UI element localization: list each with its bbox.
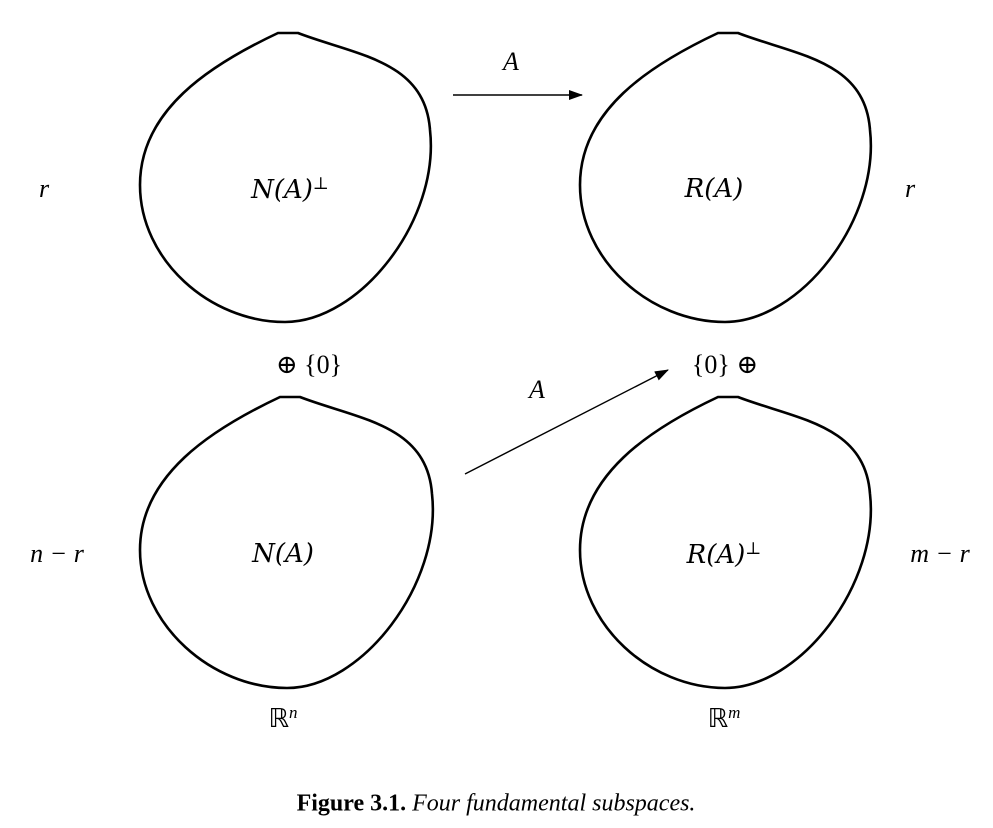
right-bottom-dimension: m − r: [910, 539, 970, 568]
right-top-dimension: r: [904, 174, 916, 203]
null-space-blob: [138, 395, 435, 690]
row-space-label: N(A)⊥: [251, 175, 329, 203]
domain-space-symbol: ℝ: [268, 704, 290, 734]
left-bottom-dimension: n − r: [30, 539, 84, 568]
right-direct-sum: {0} ⊕: [691, 350, 759, 379]
null-space-label: N(A): [252, 541, 314, 567]
domain-space-label: ℝn: [268, 704, 297, 732]
codomain-space-dimension: m: [728, 703, 741, 722]
domain-space-dimension: n: [289, 703, 298, 722]
left-null-space-symbol: R(A): [686, 540, 746, 570]
null-space-symbol: N(A): [252, 539, 314, 569]
left-top-dimension: r: [38, 174, 50, 203]
codomain-space-symbol: ℝ: [707, 704, 729, 734]
column-space-blob: [578, 31, 873, 324]
row-space-perp: ⊥: [312, 174, 329, 193]
column-space-label: R(A): [685, 176, 744, 202]
diagonal-map-arrow: [464, 369, 669, 475]
caption-number: Figure 3.1.: [296, 790, 407, 817]
caption-text: Four fundamental subspaces.: [412, 790, 696, 817]
row-space-symbol: N(A): [251, 175, 313, 205]
top-map-label: A: [503, 47, 519, 76]
figure-caption: Figure 3.1. Four fundamental subspaces.: [297, 791, 696, 818]
row-space-blob: [138, 31, 433, 324]
codomain-space-label: ℝm: [708, 704, 741, 732]
left-direct-sum: ⊕ {0}: [275, 350, 343, 379]
left-null-space-label: R(A)⊥: [687, 540, 762, 568]
left-null-space-blob: [578, 395, 873, 690]
diagonal-map-label: A: [529, 375, 545, 404]
column-space-symbol: R(A): [684, 174, 744, 204]
left-null-space-perp: ⊥: [745, 539, 762, 558]
